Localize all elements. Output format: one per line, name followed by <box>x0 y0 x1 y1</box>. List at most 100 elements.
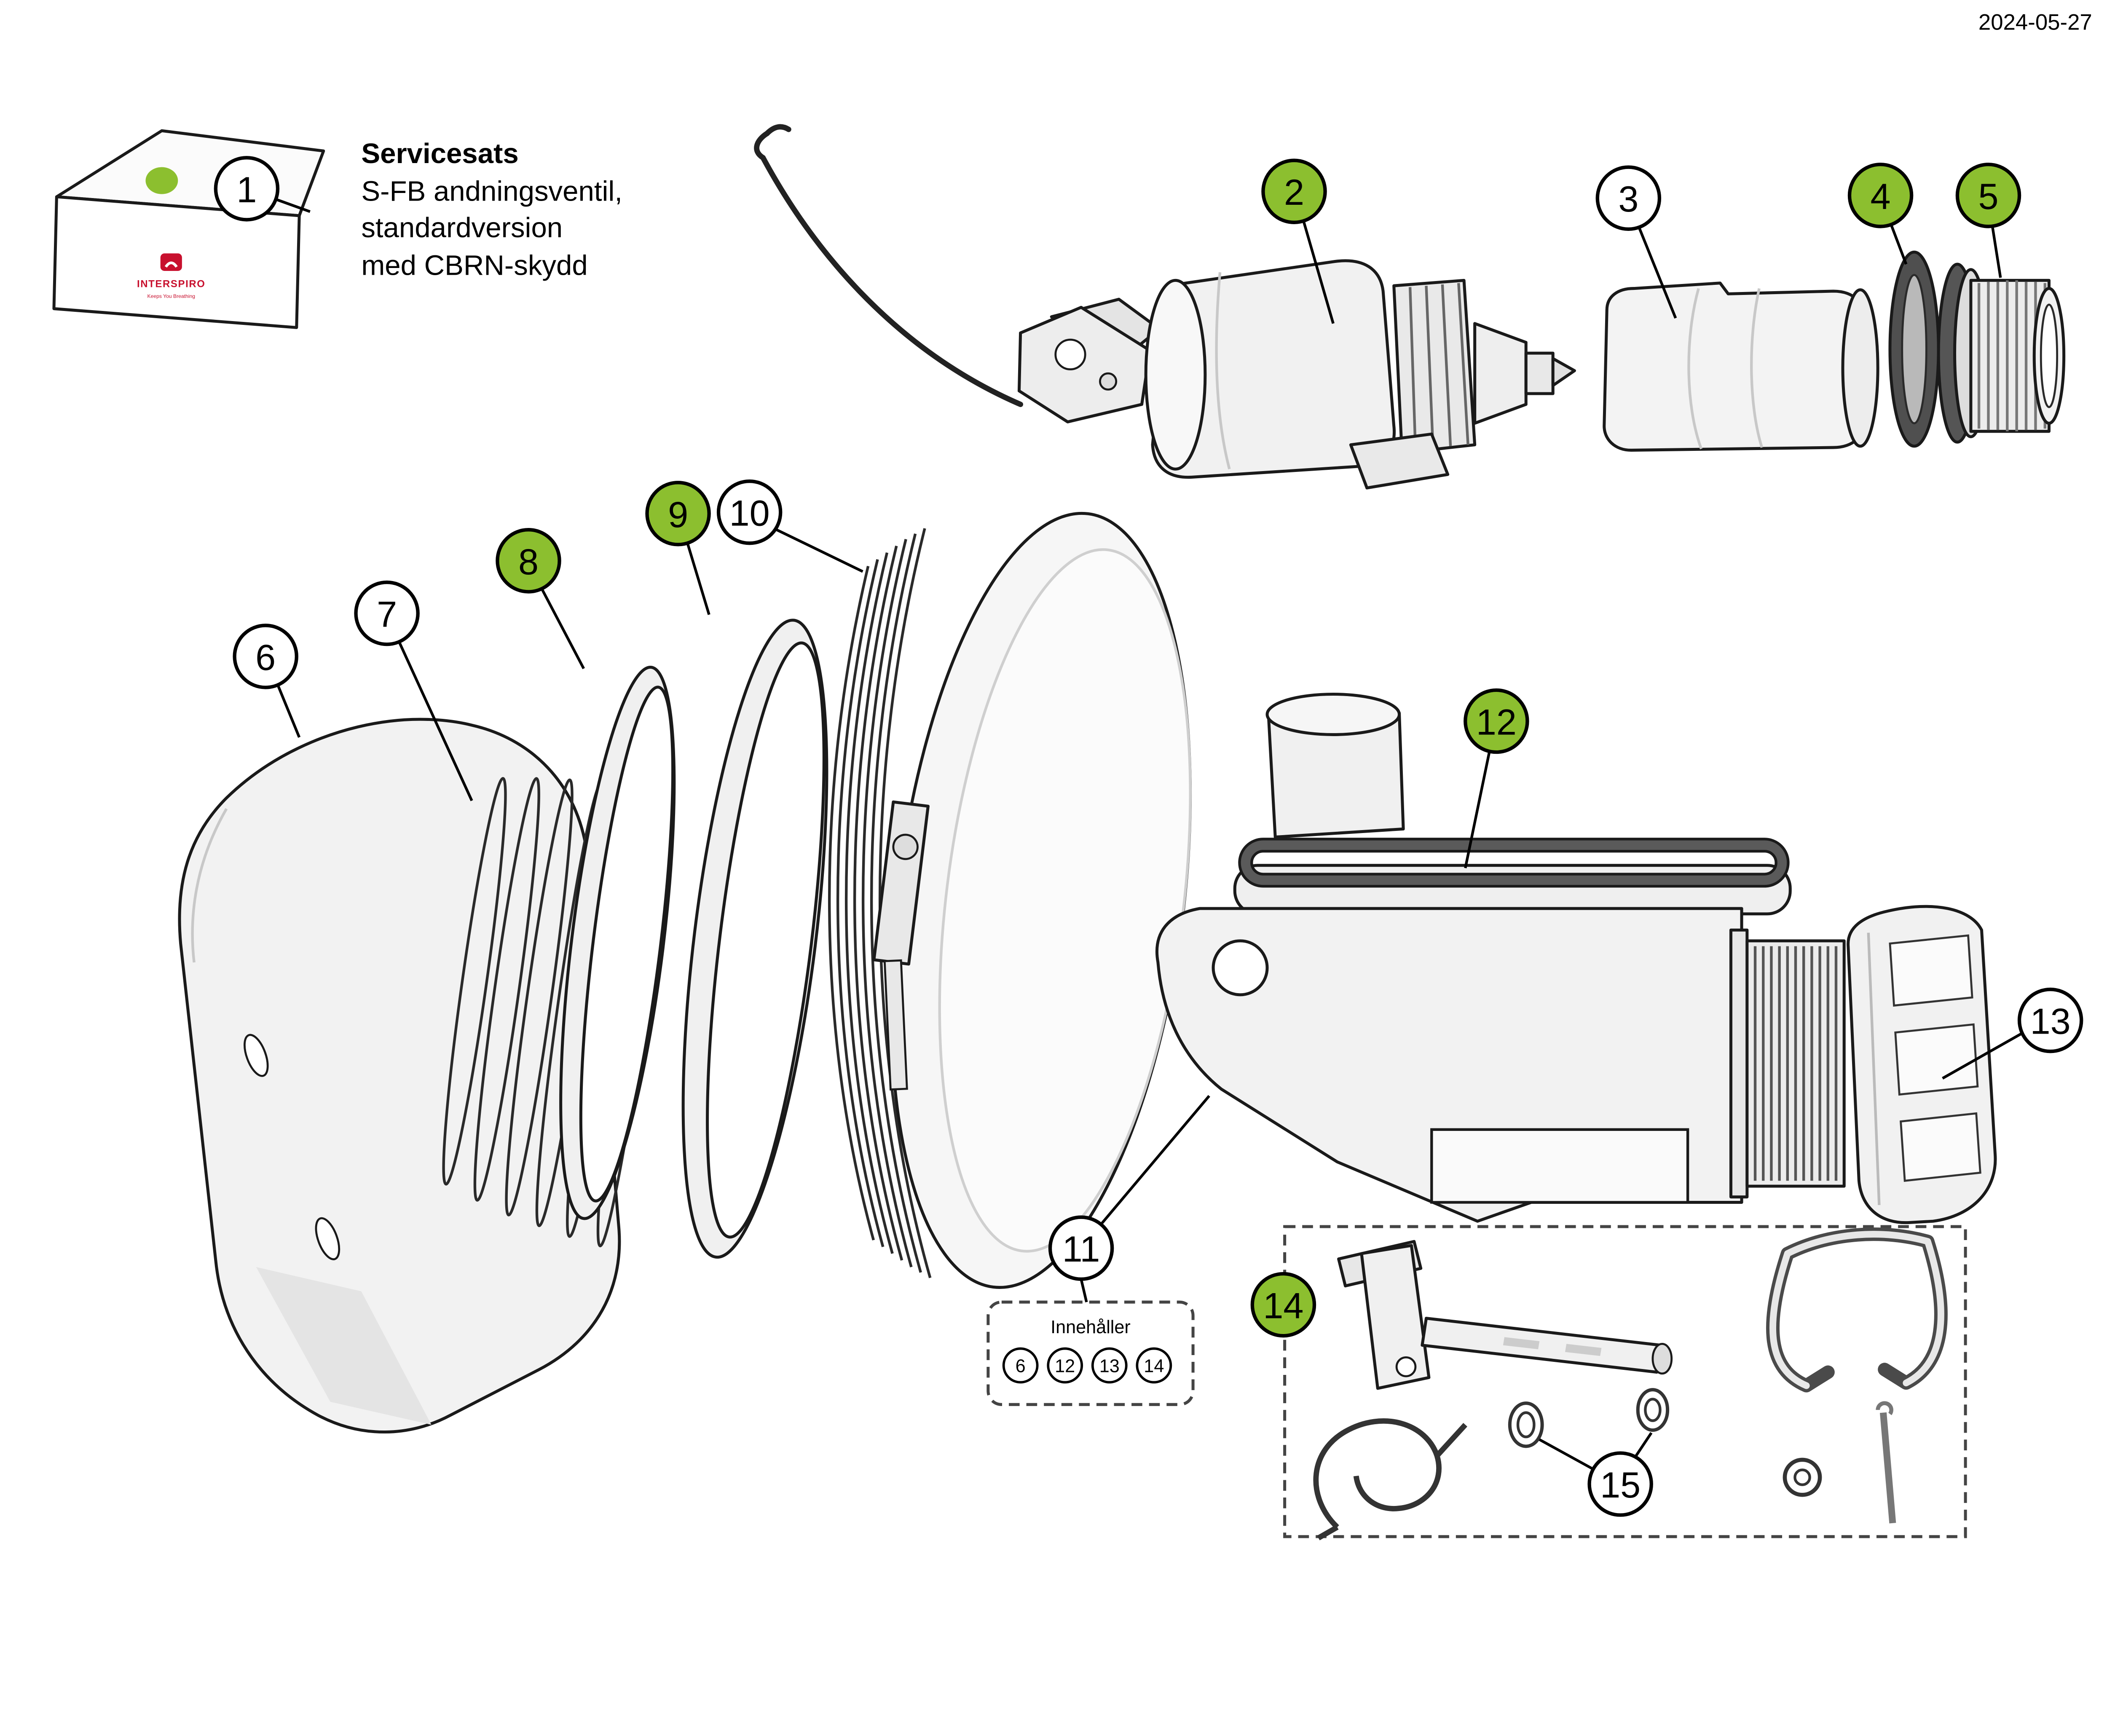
interspiro-logo: INTERSPIRO Keeps You Breathing <box>137 253 206 299</box>
kit-title: Servicesats <box>361 138 518 169</box>
leader-line <box>276 198 311 213</box>
callout-number: 3 <box>1618 179 1638 220</box>
leader-line <box>541 588 585 670</box>
valve-cup-shade <box>1215 272 1231 470</box>
logo-tagline-text: Keeps You Breathing <box>147 293 195 299</box>
spring-coil <box>442 777 507 1186</box>
diaphragm-rib <box>836 559 885 1247</box>
diaphragm-rib <box>861 538 913 1267</box>
callout-circle <box>1250 1272 1316 1338</box>
callout-14: 14 <box>1250 1272 1316 1338</box>
contains-item-num: 12 <box>1055 1356 1075 1377</box>
callout-circle <box>1955 163 2021 228</box>
callout-number: 4 <box>1871 177 1891 217</box>
washer <box>1508 1401 1544 1448</box>
callout-1: 1 <box>214 156 311 222</box>
callout-circle <box>214 156 280 222</box>
valve-tip <box>1551 357 1576 387</box>
contains-item-circle <box>1047 1347 1083 1384</box>
spring-coil-path <box>1313 1418 1442 1530</box>
valve-neck <box>1524 351 1555 395</box>
collar-ridges <box>1408 283 1469 449</box>
contains-item-circle <box>1091 1347 1128 1384</box>
callout-circle <box>1847 163 1914 228</box>
spare-parts-border <box>1283 1225 1967 1538</box>
spring-leg <box>1435 1423 1468 1458</box>
callout-number: 7 <box>377 595 397 635</box>
callout-circle <box>233 624 298 689</box>
part-1-service-kit-box: INTERSPIRO Keeps You Breathing <box>52 129 325 329</box>
callout-number: 10 <box>729 493 770 534</box>
cover-cylinder <box>1603 281 1867 452</box>
spring-leg <box>1317 1524 1339 1540</box>
diaphragm-rib <box>870 533 922 1273</box>
callout-circle <box>1595 165 1662 231</box>
diaphragm-rib <box>844 552 894 1254</box>
thread-ridges <box>1753 946 1838 1181</box>
washer-bore <box>1644 1398 1662 1422</box>
part-11-valve-housing <box>1155 692 1846 1223</box>
housing-hole <box>1212 939 1269 997</box>
diaphragm-clamp <box>872 800 930 1091</box>
part-12-o-ring <box>1238 838 1790 888</box>
leader-line <box>773 527 863 573</box>
cover-tab-upper <box>244 1034 269 1077</box>
o-ring-body <box>1241 840 1787 885</box>
spare-parts-box <box>1283 1225 1967 1540</box>
spring-coil <box>505 778 574 1216</box>
bracket-pin <box>1099 372 1118 391</box>
u-clip <box>1766 1227 1948 1393</box>
valve-cup-face <box>1144 279 1207 471</box>
thread-collar <box>1729 928 1749 1199</box>
part-3-valve-cover <box>1603 281 1879 452</box>
date-label: 2024-05-27 <box>1978 10 2092 35</box>
exploded-parts-diagram: 2024-05-27 <box>52 10 2092 1540</box>
callout-number: 8 <box>518 542 539 582</box>
cover-cylinder-end <box>1841 288 1879 448</box>
valve-clamp <box>1349 432 1450 490</box>
contains-item-num: 14 <box>1144 1356 1164 1377</box>
lever-tube-end <box>1651 1342 1673 1375</box>
cover-tab-lower <box>315 1217 340 1260</box>
leader-line <box>686 543 710 615</box>
callout-number: 12 <box>1476 702 1517 742</box>
spring-coil <box>473 777 540 1202</box>
lever-bracket <box>1360 1244 1431 1390</box>
leader-line <box>1634 1432 1653 1458</box>
leader-11-contains <box>1080 1279 1088 1302</box>
contains-item-num: 6 <box>1016 1356 1026 1377</box>
leader-line <box>1991 226 2002 278</box>
lever-tube <box>1421 1317 1662 1374</box>
callout-6: 6 <box>233 624 301 738</box>
green-dot-indicator <box>145 167 178 194</box>
logo-brand-text: INTERSPIRO <box>137 278 206 289</box>
contains-item-circle <box>1136 1347 1172 1384</box>
lever-slot <box>1565 1344 1602 1356</box>
part-4-seal-ring <box>1888 250 1940 448</box>
contains-item-circle <box>1002 1347 1039 1384</box>
callout-number: 11 <box>1062 1229 1100 1270</box>
callout-number: 15 <box>1600 1465 1641 1506</box>
valve-cone <box>1473 322 1528 425</box>
callout-circle <box>496 528 561 594</box>
lever-bracket <box>1017 305 1152 423</box>
callout-circle <box>1261 158 1327 224</box>
part-9-diaphragm-ring <box>681 619 828 1259</box>
cover-shadow <box>256 1267 432 1425</box>
callout-circle <box>354 580 420 646</box>
leader-line <box>397 641 473 801</box>
nut-edge-shade <box>1867 932 1881 1206</box>
kit-line-3: med CBRN-skydd <box>361 250 587 281</box>
diaphragm-rib <box>853 545 903 1261</box>
cover-shell <box>178 718 621 1433</box>
contains-border <box>986 1300 1195 1406</box>
part-2-breathing-valve-assembly <box>754 124 1576 490</box>
washer <box>1636 1388 1670 1432</box>
callout-circle <box>1048 1215 1114 1281</box>
leader-line <box>1464 750 1491 868</box>
diagram-page: 2024-05-27 <box>52 10 2092 1540</box>
housing-flange <box>1233 864 1792 916</box>
cotter-pin <box>1876 1401 1896 1524</box>
ring-outer <box>1783 1457 1822 1497</box>
callout-15: 15 <box>1539 1432 1653 1517</box>
